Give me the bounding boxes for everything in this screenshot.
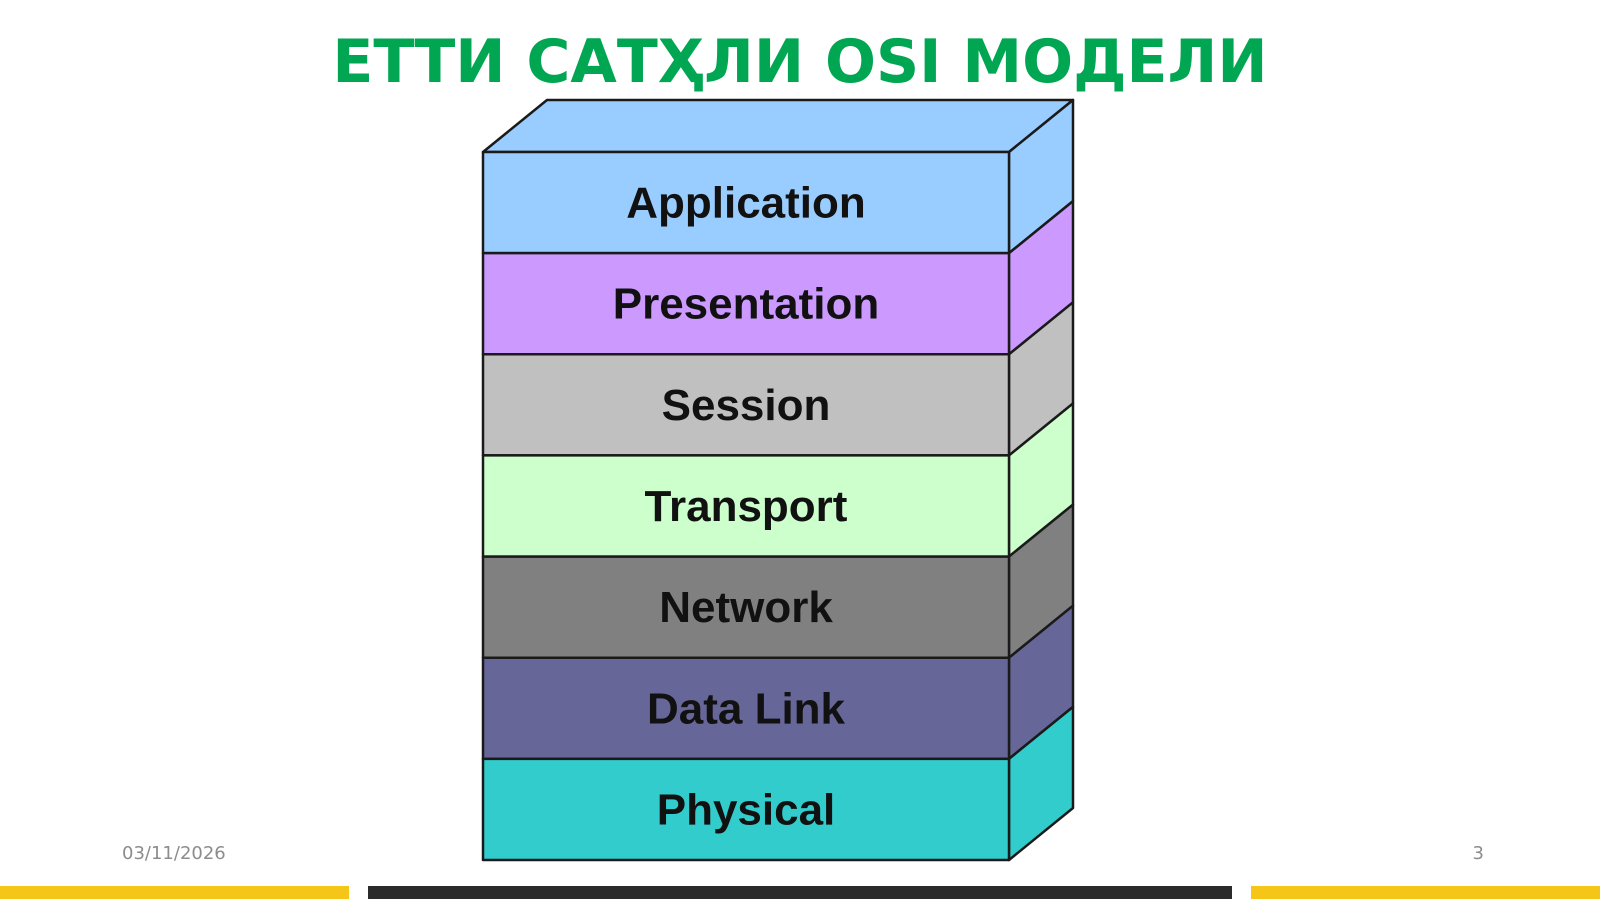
layer-label-data-link: Data Link <box>647 684 846 733</box>
layer-label-physical: Physical <box>657 785 836 834</box>
slide-date: 03/11/2026 <box>122 843 226 864</box>
layer-label-network: Network <box>659 583 833 632</box>
footer-accent-bar-left <box>0 886 349 899</box>
layer-label-session: Session <box>662 381 831 430</box>
footer-dark-bar <box>368 886 1232 899</box>
layer-label-application: Application <box>626 179 866 228</box>
footer-accent-bar-right <box>1251 886 1600 899</box>
stack-top-face <box>481 98 1075 154</box>
layer-label-presentation: Presentation <box>613 280 880 329</box>
slide-page-number: 3 <box>1472 843 1484 864</box>
layer-physical <box>481 757 1011 862</box>
slide-title: ЕТТИ САТҲЛИ OSI МОДЕЛИ <box>332 27 1268 97</box>
layer-label-transport: Transport <box>645 482 848 531</box>
